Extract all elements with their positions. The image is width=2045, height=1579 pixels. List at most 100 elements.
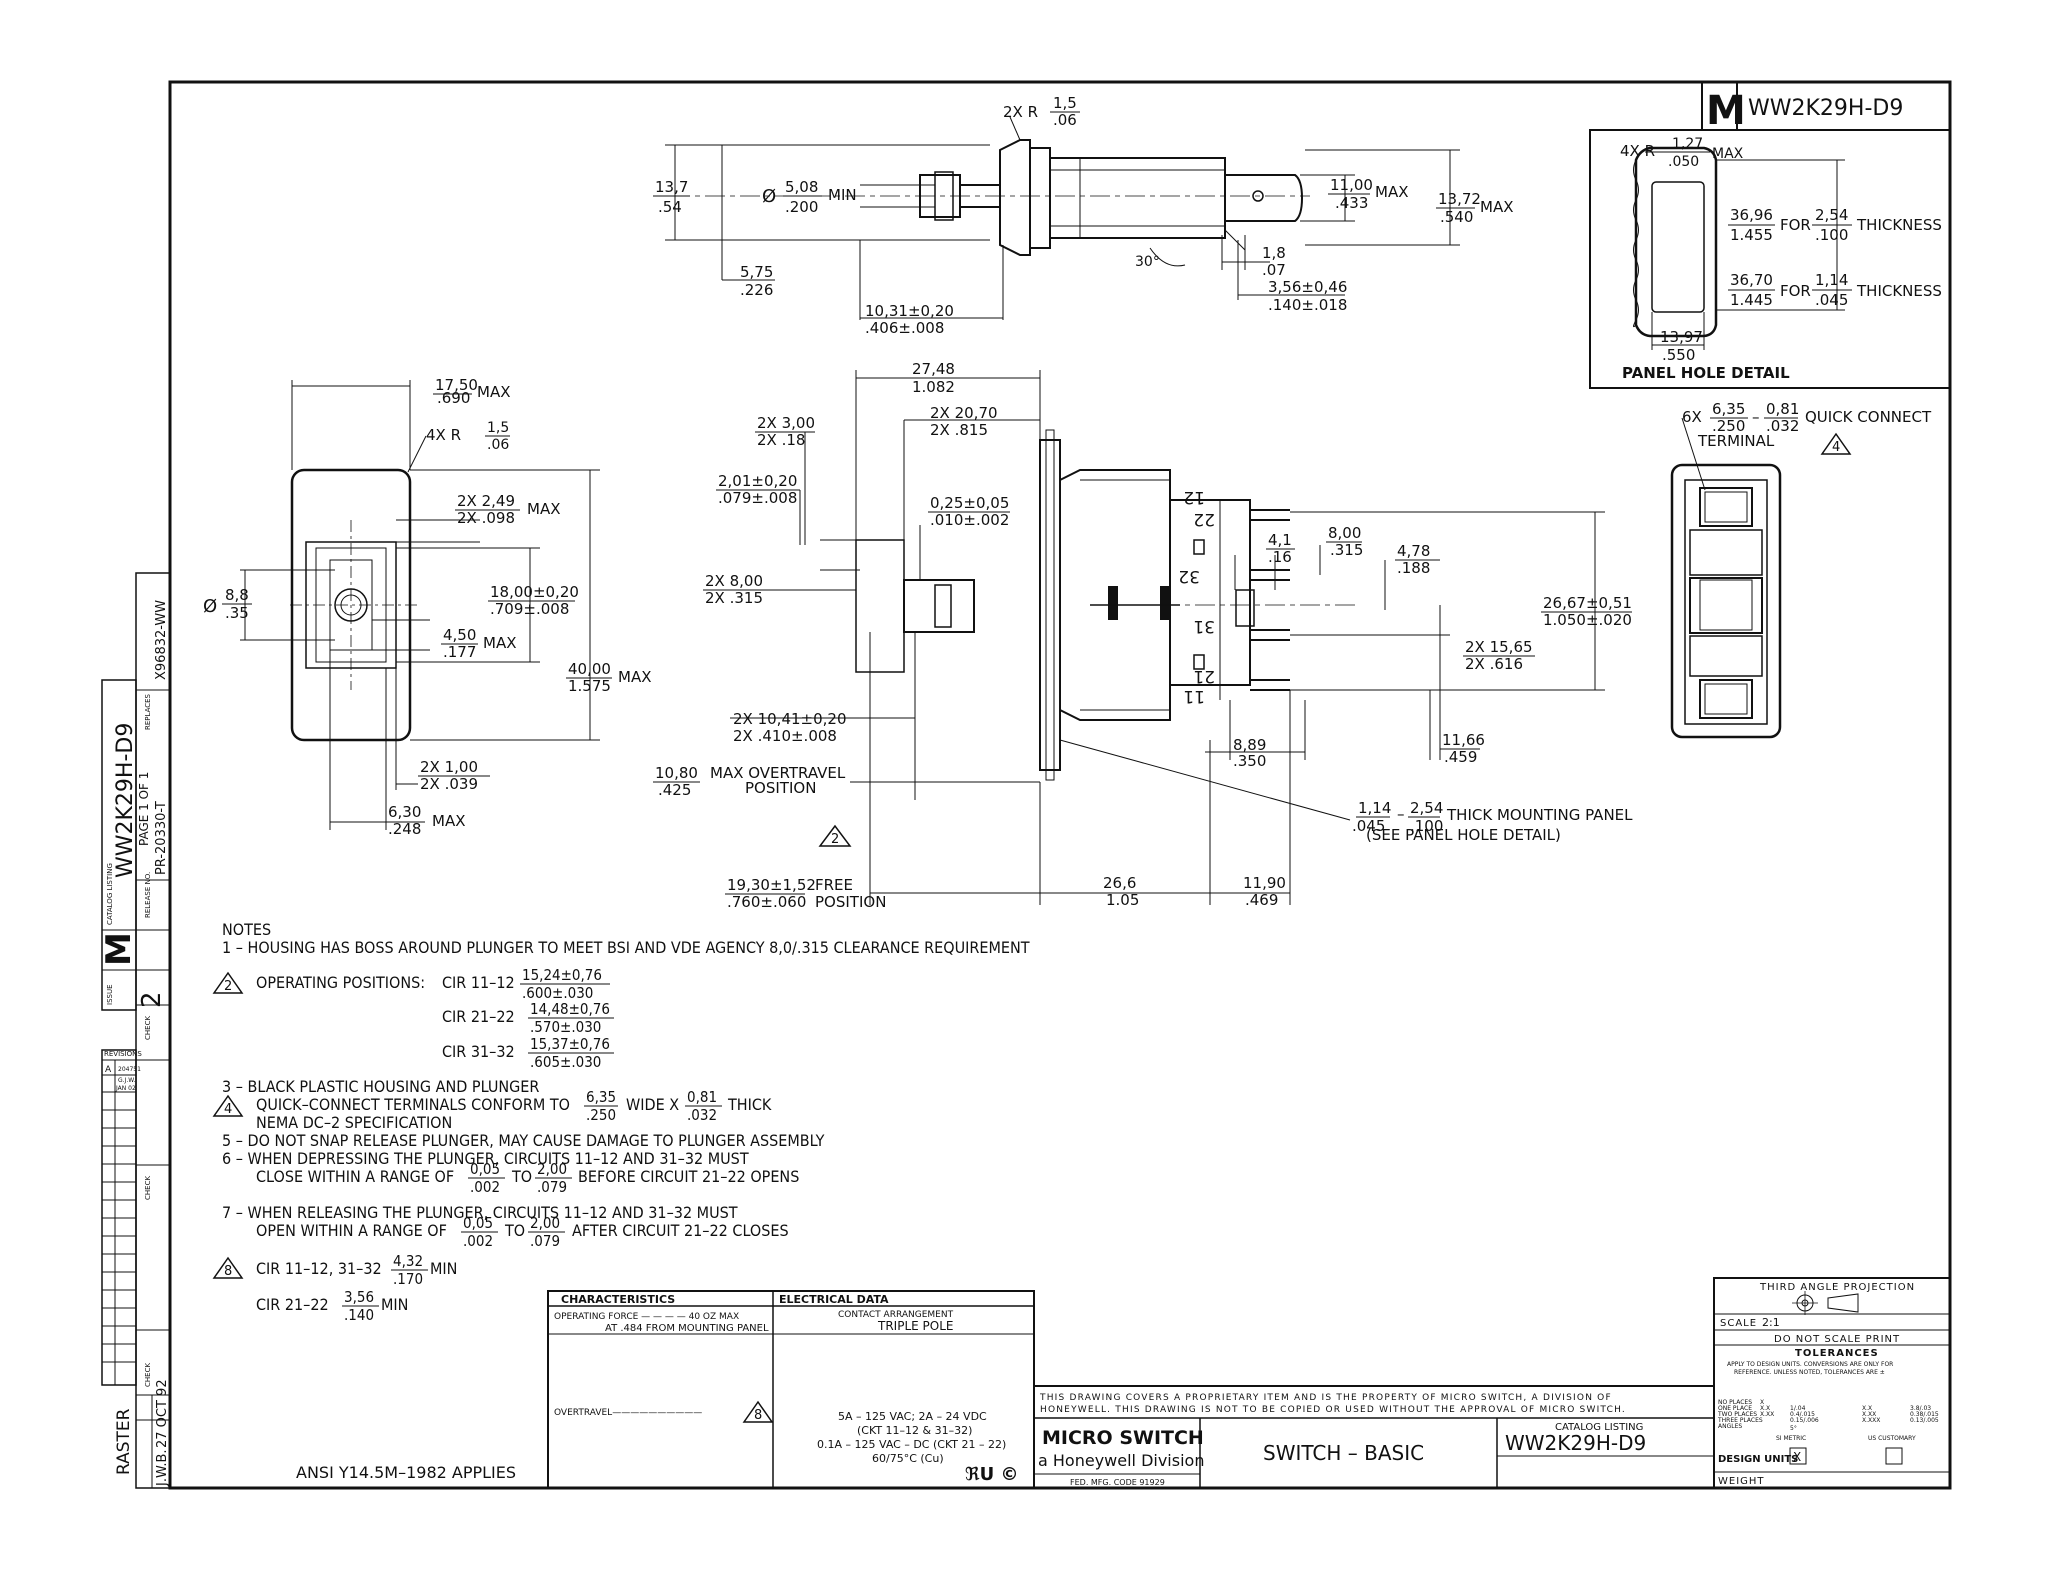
svg-text:.226: .226: [740, 281, 773, 299]
svg-text:4,32: 4,32: [393, 1252, 423, 1270]
svg-text:13,72: 13,72: [1438, 190, 1481, 208]
svg-text:.079: .079: [537, 1178, 567, 1196]
side-strip: REVISIONS A 204751 G.J.W. JAN 02 RASTER …: [99, 572, 171, 1489]
svg-text:.188: .188: [1397, 559, 1430, 577]
svg-text:10,31±0,20: 10,31±0,20: [865, 302, 954, 320]
svg-text:1,5: 1,5: [1053, 94, 1077, 112]
svg-text:2X 20,70: 2X 20,70: [930, 404, 998, 422]
svg-text:OPERATING POSITIONS:: OPERATING POSITIONS:: [256, 973, 425, 992]
svg-text:THIRD ANGLE PROJECTION: THIRD ANGLE PROJECTION: [1759, 1282, 1915, 1293]
title-block-top: M WW2K29H-D9: [1701, 82, 1950, 134]
svg-text:1.455: 1.455: [1730, 226, 1773, 244]
end-view: 6X 6,35 .250 – 0,81 .032 QUICK CONNECT T…: [1670, 400, 1932, 739]
svg-text:2X 3,00: 2X 3,00: [757, 414, 815, 432]
svg-text:36,96: 36,96: [1730, 206, 1773, 224]
svg-text:2X .410±.008: 2X .410±.008: [733, 727, 837, 745]
ansi-note: ANSI Y14.5M–1982 APPLIES: [296, 1463, 516, 1482]
svg-text:5A – 125 VAC; 2A – 24 VDC: 5A – 125 VAC; 2A – 24 VDC: [838, 1410, 987, 1423]
svg-text:FOR: FOR: [1780, 282, 1811, 300]
svg-text:.54: .54: [658, 198, 682, 216]
notes: NOTES 1 – HOUSING HAS BOSS AROUND PLUNGE…: [212, 920, 1030, 1324]
svg-text:M: M: [99, 932, 139, 966]
svg-text:27 OCT 92: 27 OCT 92: [155, 1379, 170, 1448]
svg-text:12: 12: [1183, 487, 1205, 507]
svg-text:8: 8: [224, 1264, 232, 1279]
svg-text:(CKT 11–12 & 31–32): (CKT 11–12 & 31–32): [857, 1424, 972, 1437]
svg-text:17,50: 17,50: [435, 376, 478, 394]
svg-text:MAX OVERTRAVEL: MAX OVERTRAVEL: [710, 764, 846, 782]
svg-text:CHECK: CHECK: [144, 1016, 152, 1040]
svg-text:1.050±.020: 1.050±.020: [1543, 611, 1632, 629]
svg-text:–: –: [1397, 805, 1405, 823]
svg-text:.425: .425: [658, 781, 691, 799]
svg-text:REVISIONS: REVISIONS: [104, 1050, 142, 1058]
svg-text:.690: .690: [437, 389, 470, 407]
svg-text:2,01±0,20: 2,01±0,20: [718, 472, 797, 490]
svg-text:CIR 21–22: CIR 21–22: [442, 1007, 515, 1026]
svg-text:US CUSTOMARY: US CUSTOMARY: [1868, 1435, 1916, 1442]
svg-text:CIR 21–22: CIR 21–22: [256, 1295, 329, 1314]
svg-text:13,7: 13,7: [655, 178, 688, 196]
svg-text:.35: .35: [225, 604, 249, 622]
svg-text:X: X: [1760, 1399, 1764, 1406]
svg-text:DO NOT SCALE PRINT: DO NOT SCALE PRINT: [1774, 1334, 1900, 1345]
svg-text:.177: .177: [443, 643, 476, 661]
svg-text:3,56±0,46: 3,56±0,46: [1268, 278, 1347, 296]
svg-text:SI METRIC: SI METRIC: [1776, 1435, 1806, 1442]
svg-text:SCALE: SCALE: [1720, 1318, 1757, 1329]
svg-text:.600±.030: .600±.030: [522, 984, 593, 1002]
svg-text:0,05: 0,05: [470, 1160, 500, 1178]
svg-text:2X 10,41±0,20: 2X 10,41±0,20: [733, 710, 847, 728]
svg-text:X.XX: X.XX: [1862, 1411, 1876, 1418]
svg-text:WEIGHT: WEIGHT: [1718, 1476, 1765, 1487]
svg-text:X.XXX: X.XXX: [1862, 1417, 1880, 1424]
svg-text:10,80: 10,80: [655, 764, 698, 782]
svg-text:G.J.W.: G.J.W.: [118, 1077, 135, 1084]
svg-text:a Honeywell Division: a Honeywell Division: [1038, 1451, 1204, 1470]
svg-text:ANGLES: ANGLES: [1718, 1423, 1742, 1430]
svg-text:4: 4: [224, 1102, 232, 1117]
svg-text:.140: .140: [344, 1306, 374, 1324]
svg-text:0.13/.005: 0.13/.005: [1910, 1417, 1939, 1424]
svg-text:2X .098: 2X .098: [457, 509, 515, 527]
svg-text:.100: .100: [1815, 226, 1848, 244]
svg-text:2X 2,49: 2X 2,49: [457, 492, 515, 510]
svg-text:.570±.030: .570±.030: [530, 1018, 601, 1036]
svg-text:2X .815: 2X .815: [930, 421, 988, 439]
svg-text:WIDE X: WIDE X: [626, 1095, 679, 1114]
panel-radius: 4X R: [1620, 142, 1655, 160]
svg-text:6,35: 6,35: [586, 1088, 616, 1106]
svg-text:8,00: 8,00: [1328, 524, 1361, 542]
svg-text:CIR 11–12, 31–32: CIR 11–12, 31–32: [256, 1259, 382, 1278]
svg-text:.540: .540: [1440, 208, 1473, 226]
svg-text:MAX: MAX: [483, 634, 516, 652]
svg-text:1/.04: 1/.04: [1790, 1405, 1806, 1412]
svg-text:.002: .002: [463, 1232, 493, 1250]
svg-text:.045: .045: [1815, 291, 1848, 309]
svg-text:6X: 6X: [1682, 408, 1702, 426]
center-side-view: 12 22 32 31 21 11 27,48 1.082 2X 20,70 2…: [653, 360, 1633, 911]
svg-text:TO: TO: [504, 1221, 525, 1240]
svg-text:.07: .07: [1262, 261, 1286, 279]
svg-text:MIN: MIN: [381, 1295, 408, 1314]
svg-text:4,1: 4,1: [1268, 531, 1292, 549]
svg-text:MAX: MAX: [527, 500, 560, 518]
svg-text:ELECTRICAL DATA: ELECTRICAL DATA: [779, 1293, 889, 1306]
svg-text:RELEASE NO.: RELEASE NO.: [144, 872, 152, 918]
svg-text:4X R: 4X R: [426, 426, 461, 444]
svg-text:(SEE PANEL HOLE DETAIL): (SEE PANEL HOLE DETAIL): [1366, 826, 1561, 844]
svg-text:CHARACTERISTICS: CHARACTERISTICS: [561, 1293, 675, 1306]
side-part-number: WW2K29H-D9: [113, 723, 138, 878]
svg-text:CATALOG LISTING: CATALOG LISTING: [1555, 1422, 1643, 1433]
svg-text:MAX: MAX: [432, 812, 465, 830]
svg-text:REFERENCE. UNLESS NOTED, TOLER: REFERENCE. UNLESS NOTED, TOLERANCES ARE …: [1734, 1369, 1885, 1376]
svg-text:REPLACES: REPLACES: [144, 693, 152, 730]
svg-text:X.XX: X.XX: [1760, 1411, 1774, 1418]
svg-text:2X 8,00: 2X 8,00: [705, 572, 763, 590]
svg-text:TWO PLACES: TWO PLACES: [1717, 1411, 1757, 1418]
svg-text:0,05: 0,05: [463, 1214, 493, 1232]
svg-text:6,35: 6,35: [1712, 400, 1745, 418]
svg-text:NO PLACES: NO PLACES: [1718, 1399, 1752, 1406]
part-number-bottom: WW2K29H-D9: [1505, 1431, 1646, 1455]
svg-text:CHECK: CHECK: [144, 1363, 152, 1387]
